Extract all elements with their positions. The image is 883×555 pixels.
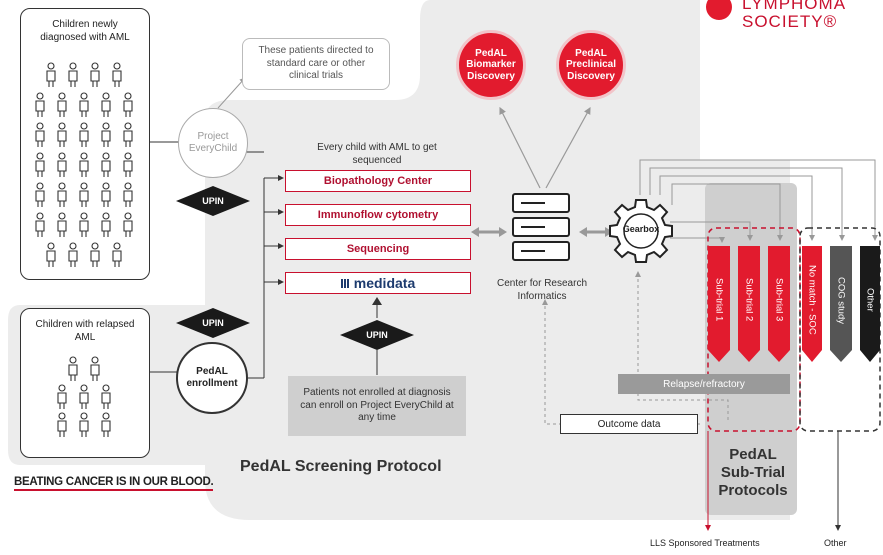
medidata-label: medidata — [353, 275, 416, 291]
lls-treatments-label: LLS Sponsored Treatments — [650, 538, 760, 548]
patient-icon — [123, 152, 133, 177]
subtrial-protocols-title: PedAL Sub-Trial Protocols — [718, 446, 788, 499]
arm-other: Other — [864, 288, 876, 312]
gearbox-label: Gearbox — [622, 224, 660, 234]
patient-icon — [90, 242, 100, 267]
patient-icon — [35, 212, 45, 237]
newly-diagnosed-group: Children newly diagnosed with AML — [20, 8, 150, 280]
patient-icon — [101, 412, 111, 437]
subtrial-3: Sub-trial 3 — [773, 278, 785, 322]
relapsed-patient-icons — [57, 356, 111, 437]
upin-badge-left: UPIN — [176, 308, 250, 338]
patient-icon — [46, 62, 56, 87]
step-sequencing: Sequencing — [285, 238, 471, 260]
patient-icon — [79, 92, 89, 117]
project-everychild-node: Project EveryChild — [178, 108, 248, 178]
patient-icon — [79, 384, 89, 409]
preclinical-discovery-node: PedAL Preclinical Discovery — [556, 30, 626, 100]
sequenced-note: Every child with AML to get sequenced — [317, 142, 437, 166]
patient-icon — [101, 212, 111, 237]
biomarker-label: PedAL Biomarker Discovery — [466, 47, 516, 82]
upin-badge-top: UPIN — [176, 186, 250, 216]
patient-icon — [112, 242, 122, 267]
directed-note-text: These patients directed to standard care… — [258, 45, 374, 82]
patient-icon — [79, 182, 89, 207]
step-medidata: medidata — [285, 272, 471, 294]
logo-line1: LYMPHOMA — [742, 0, 847, 13]
arm-cog-study: COG study — [835, 276, 847, 324]
patient-icon — [57, 122, 67, 147]
patient-icon — [79, 412, 89, 437]
pedal-enrollment-label: PedAL enrollment — [186, 365, 238, 390]
newly-diagnosed-label: Children newly diagnosed with AML — [40, 19, 130, 43]
other-footer-label: Other — [824, 538, 847, 548]
patient-icon — [35, 92, 45, 117]
not-enrolled-note: Patients not enrolled at diagnosis can e… — [288, 376, 466, 436]
patient-icon — [46, 242, 56, 267]
upin-label: UPIN — [202, 196, 224, 206]
relapsed-label: Children with relapsed AML — [35, 319, 135, 343]
project-everychild-label: Project EveryChild — [188, 130, 238, 155]
not-enrolled-text: Patients not enrolled at diagnosis can e… — [300, 387, 454, 424]
medidata-icon — [340, 278, 350, 288]
patient-icon — [101, 152, 111, 177]
relapse-label: Relapse/refractory — [663, 378, 745, 390]
patient-icon — [101, 122, 111, 147]
outcome-label: Outcome data — [597, 418, 661, 430]
patient-icon — [35, 152, 45, 177]
server-icon — [512, 193, 570, 261]
patient-icon — [123, 212, 133, 237]
upin-label: UPIN — [366, 330, 388, 340]
preclinical-label: PedAL Preclinical Discovery — [565, 47, 617, 82]
subtrial-2: Sub-trial 2 — [743, 278, 755, 322]
patient-icon — [90, 356, 100, 381]
logo-drop-icon — [706, 0, 732, 20]
patient-icon — [68, 356, 78, 381]
patient-icon — [123, 92, 133, 117]
step-biopathology: Biopathology Center — [285, 170, 471, 192]
upin-badge-center: UPIN — [340, 320, 414, 350]
patient-icon — [123, 122, 133, 147]
patient-icons — [35, 62, 133, 267]
patient-icon — [112, 62, 122, 87]
patient-icon — [57, 182, 67, 207]
patient-icon — [90, 62, 100, 87]
patient-icon — [101, 92, 111, 117]
arm-no-match-soc: No match - SOC — [806, 265, 818, 335]
patient-icon — [57, 412, 67, 437]
gear-icon — [609, 199, 673, 263]
tagline: BEATING CANCER IS IN OUR BLOOD. — [14, 476, 214, 491]
patient-icon — [101, 182, 111, 207]
patient-icon — [68, 62, 78, 87]
patient-icon — [35, 122, 45, 147]
patient-icon — [57, 384, 67, 409]
relapse-refractory-bar: Relapse/refractory — [618, 374, 790, 394]
directed-note: These patients directed to standard care… — [242, 38, 390, 90]
patient-icon — [101, 384, 111, 409]
logo: LYMPHOMA SOCIETY® — [700, 0, 883, 36]
patient-icon — [57, 152, 67, 177]
subtrial-1: Sub-trial 1 — [713, 278, 725, 322]
relapsed-group: Children with relapsed AML — [20, 308, 150, 458]
patient-icon — [79, 212, 89, 237]
patient-icon — [57, 212, 67, 237]
patient-icon — [79, 122, 89, 147]
patient-icon — [123, 182, 133, 207]
biomarker-discovery-node: PedAL Biomarker Discovery — [456, 30, 526, 100]
screening-protocol-title: PedAL Screening Protocol — [240, 458, 442, 475]
patient-icon — [68, 242, 78, 267]
patient-icon — [79, 152, 89, 177]
cri-label: Center for Research Informatics — [496, 278, 588, 302]
logo-line2: SOCIETY® — [742, 12, 838, 31]
upin-label: UPIN — [202, 318, 224, 328]
patient-icon — [57, 92, 67, 117]
outcome-data-box: Outcome data — [560, 414, 698, 434]
step-immunoflow: Immunoflow cytometry — [285, 204, 471, 226]
pedal-enrollment-node: PedAL enrollment — [176, 342, 248, 414]
patient-icon — [35, 182, 45, 207]
